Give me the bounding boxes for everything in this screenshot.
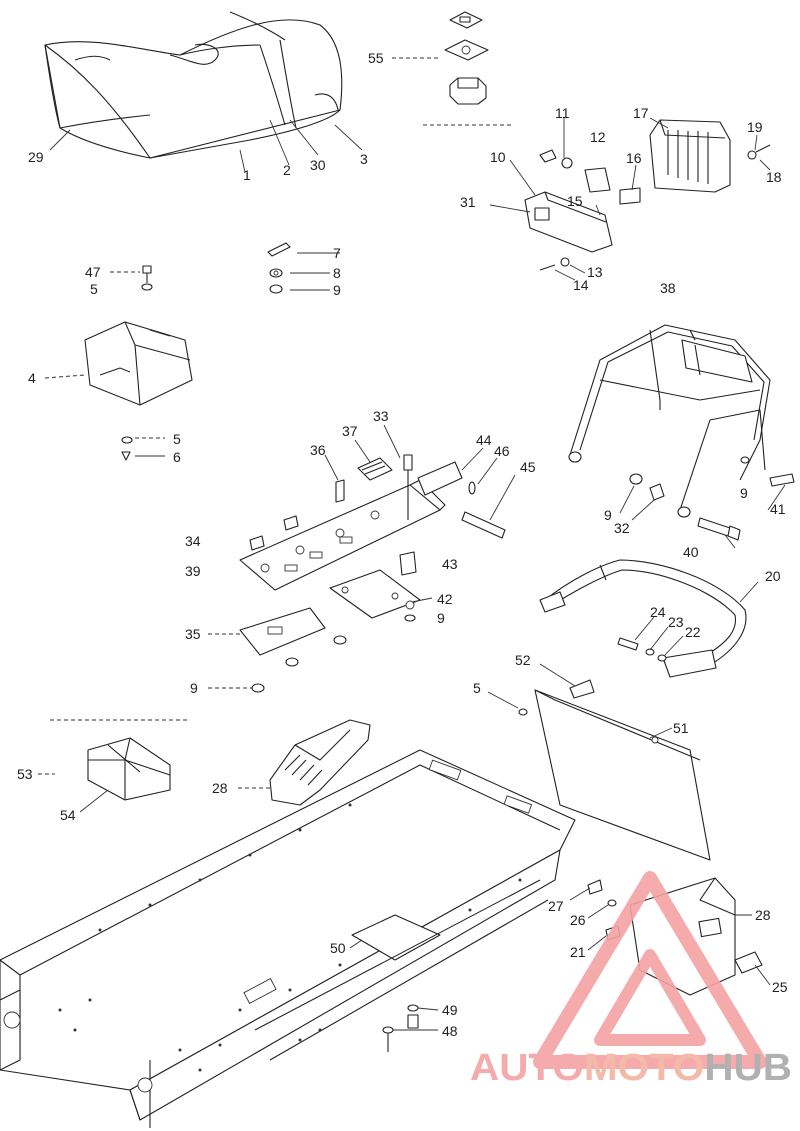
callout-20: 20 xyxy=(765,568,781,584)
callout-33: 33 xyxy=(373,408,389,424)
callout-35: 35 xyxy=(185,626,201,642)
fasteners-22-24 xyxy=(617,637,667,662)
callout-49: 49 xyxy=(442,1002,458,1018)
fasteners-48-49 xyxy=(382,1004,419,1052)
callout-9-spacer: 9 xyxy=(604,507,612,523)
watermark-part1: AUTO xyxy=(470,1047,584,1089)
callout-5-top: 5 xyxy=(90,281,98,297)
callout-55: 55 xyxy=(368,50,384,66)
callout-12: 12 xyxy=(590,129,606,145)
callout-1: 1 xyxy=(243,167,251,183)
callout-48: 48 xyxy=(442,1023,458,1039)
callout-50: 50 xyxy=(330,940,346,956)
callout-54: 54 xyxy=(60,807,76,823)
bolt-47 xyxy=(141,265,153,291)
callout-24: 24 xyxy=(650,604,666,620)
callout-45: 45 xyxy=(520,459,536,475)
callout-23: 23 xyxy=(668,614,684,630)
callout-26: 26 xyxy=(570,912,586,928)
spacers-9-32 xyxy=(629,473,665,501)
callout-40: 40 xyxy=(683,544,699,560)
callout-42: 42 xyxy=(437,591,453,607)
callout-10: 10 xyxy=(490,149,506,165)
callout-53: 53 xyxy=(17,766,33,782)
flap-51 xyxy=(518,679,711,861)
watermark-part3: HUB xyxy=(704,1047,792,1089)
callout-5-mid: 5 xyxy=(173,431,181,447)
block-53-54 xyxy=(87,737,171,801)
callout-9-bracket: 9 xyxy=(437,610,445,626)
cover-4 xyxy=(84,321,193,461)
callout-43: 43 xyxy=(442,556,458,572)
callout-28-right: 28 xyxy=(755,907,771,923)
rack-38 xyxy=(568,324,795,518)
callout-13: 13 xyxy=(587,264,603,280)
callout-30: 30 xyxy=(310,157,326,173)
callout-29: 29 xyxy=(28,149,44,165)
callout-6: 6 xyxy=(173,449,181,465)
callout-19: 19 xyxy=(747,119,763,135)
callout-5-bottom: 5 xyxy=(473,680,481,696)
callout-31: 31 xyxy=(460,194,476,210)
callout-25: 25 xyxy=(772,979,788,995)
callout-38: 38 xyxy=(660,280,676,296)
callout-16: 16 xyxy=(626,150,642,166)
callout-8: 8 xyxy=(333,265,341,281)
callout-32: 32 xyxy=(614,520,630,536)
callout-11: 11 xyxy=(555,105,570,121)
bracket-assembly xyxy=(239,454,506,693)
bolt-40 xyxy=(697,517,741,541)
callout-2: 2 xyxy=(283,162,291,178)
callout-28-left: 28 xyxy=(212,780,228,796)
callout-7: 7 xyxy=(333,245,341,261)
callout-labels: 1 2 3 29 30 55 11 12 17 19 10 16 18 15 3… xyxy=(17,50,788,1039)
callout-3: 3 xyxy=(360,151,368,167)
seat-assembly xyxy=(44,11,343,159)
callout-44: 44 xyxy=(476,432,492,448)
callout-39: 39 xyxy=(185,563,201,579)
handle-20 xyxy=(539,559,747,678)
callout-21: 21 xyxy=(570,944,586,960)
callout-47: 47 xyxy=(85,264,101,280)
leader-lines xyxy=(38,57,786,1031)
watermark-triangle-inner xyxy=(594,949,706,1046)
callout-27: 27 xyxy=(548,898,564,914)
callout-17: 17 xyxy=(633,105,649,121)
callout-52: 52 xyxy=(515,652,531,668)
tunnel-frame xyxy=(0,749,576,1128)
callout-15: 15 xyxy=(567,193,583,209)
callout-9-top: 9 xyxy=(333,282,341,298)
callout-37: 37 xyxy=(342,423,358,439)
part-55-stack xyxy=(444,11,489,105)
tail-light-assembly xyxy=(524,119,771,271)
callout-9-rack: 9 xyxy=(740,485,748,501)
pin-7-8-9 xyxy=(267,242,291,294)
callout-46: 46 xyxy=(494,443,510,459)
callout-4: 4 xyxy=(28,370,36,386)
callout-51: 51 xyxy=(673,720,689,736)
callout-9-bottom: 9 xyxy=(190,680,198,696)
callout-36: 36 xyxy=(310,442,326,458)
callout-34: 34 xyxy=(185,533,201,549)
callout-18: 18 xyxy=(766,169,782,185)
callout-22: 22 xyxy=(685,624,701,640)
callout-14: 14 xyxy=(573,277,589,293)
watermark-triangle-outer xyxy=(533,871,767,1069)
watermark-part2: MOTO xyxy=(584,1047,705,1089)
callout-41: 41 xyxy=(770,501,786,517)
footrest-28 xyxy=(269,719,371,806)
